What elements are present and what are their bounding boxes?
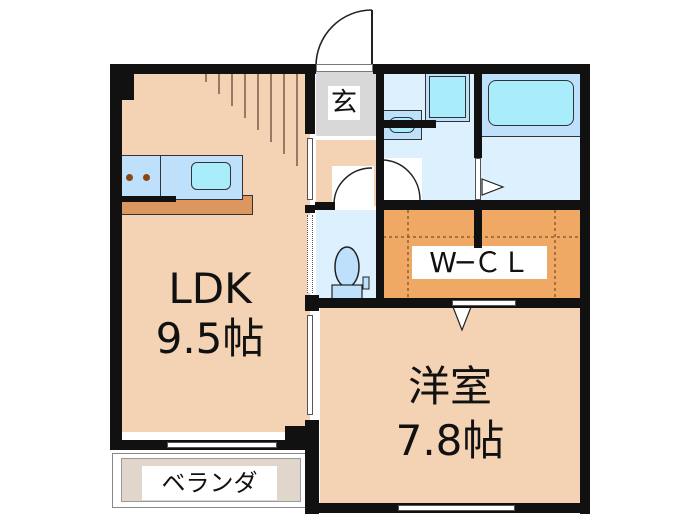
bathtub-icon: [488, 80, 574, 126]
bathtub: [481, 72, 581, 137]
window: [398, 505, 515, 511]
wall: [580, 64, 590, 514]
entrance-label: 玄: [328, 86, 360, 120]
western-name: 洋室: [407, 362, 492, 411]
closet-door-arrow-icon: [452, 306, 472, 332]
wall: [305, 298, 585, 308]
wall: [376, 64, 384, 304]
sliding-door: [307, 215, 313, 293]
balcony-label: ベランダ: [142, 466, 277, 500]
washroom-door-swing-icon: [382, 158, 422, 202]
toilet-icon: [331, 246, 370, 300]
room-western: [320, 308, 580, 504]
wall: [285, 426, 315, 450]
burner-icon: [143, 174, 150, 181]
kitchen-stove: [118, 155, 161, 200]
wall: [110, 64, 316, 74]
window: [167, 442, 277, 448]
stair-lines-icon: [205, 72, 298, 166]
wall: [376, 200, 586, 210]
sliding-door: [307, 315, 313, 415]
wall: [474, 200, 482, 248]
bathroom-door-arrow-icon: [481, 178, 505, 196]
ldk-name: LDK: [168, 264, 252, 313]
wall: [110, 64, 122, 446]
closet-door: [452, 300, 516, 306]
wcl-label: W─ＣＬ: [412, 246, 547, 279]
toilet-door-swing-icon: [332, 166, 374, 206]
western-size: 7.8帖: [395, 416, 505, 465]
wall: [376, 120, 436, 128]
entrance-door-swing-icon: [315, 9, 373, 67]
ldk-size: 9.5帖: [155, 314, 265, 363]
wall: [305, 64, 315, 134]
sliding-door: [307, 138, 313, 200]
room-ldk: [120, 72, 310, 432]
wall: [315, 202, 335, 210]
kitchen-sink-counter: [160, 155, 243, 200]
burner-icon: [126, 174, 133, 181]
bathroom-door: [475, 158, 481, 200]
kitchen-wall: [112, 196, 176, 202]
sink-icon: [191, 162, 231, 190]
wall: [110, 64, 134, 100]
wall: [474, 64, 482, 158]
washing-machine: [425, 72, 470, 122]
entrance-door-opening: [316, 64, 373, 72]
wall: [305, 205, 315, 213]
